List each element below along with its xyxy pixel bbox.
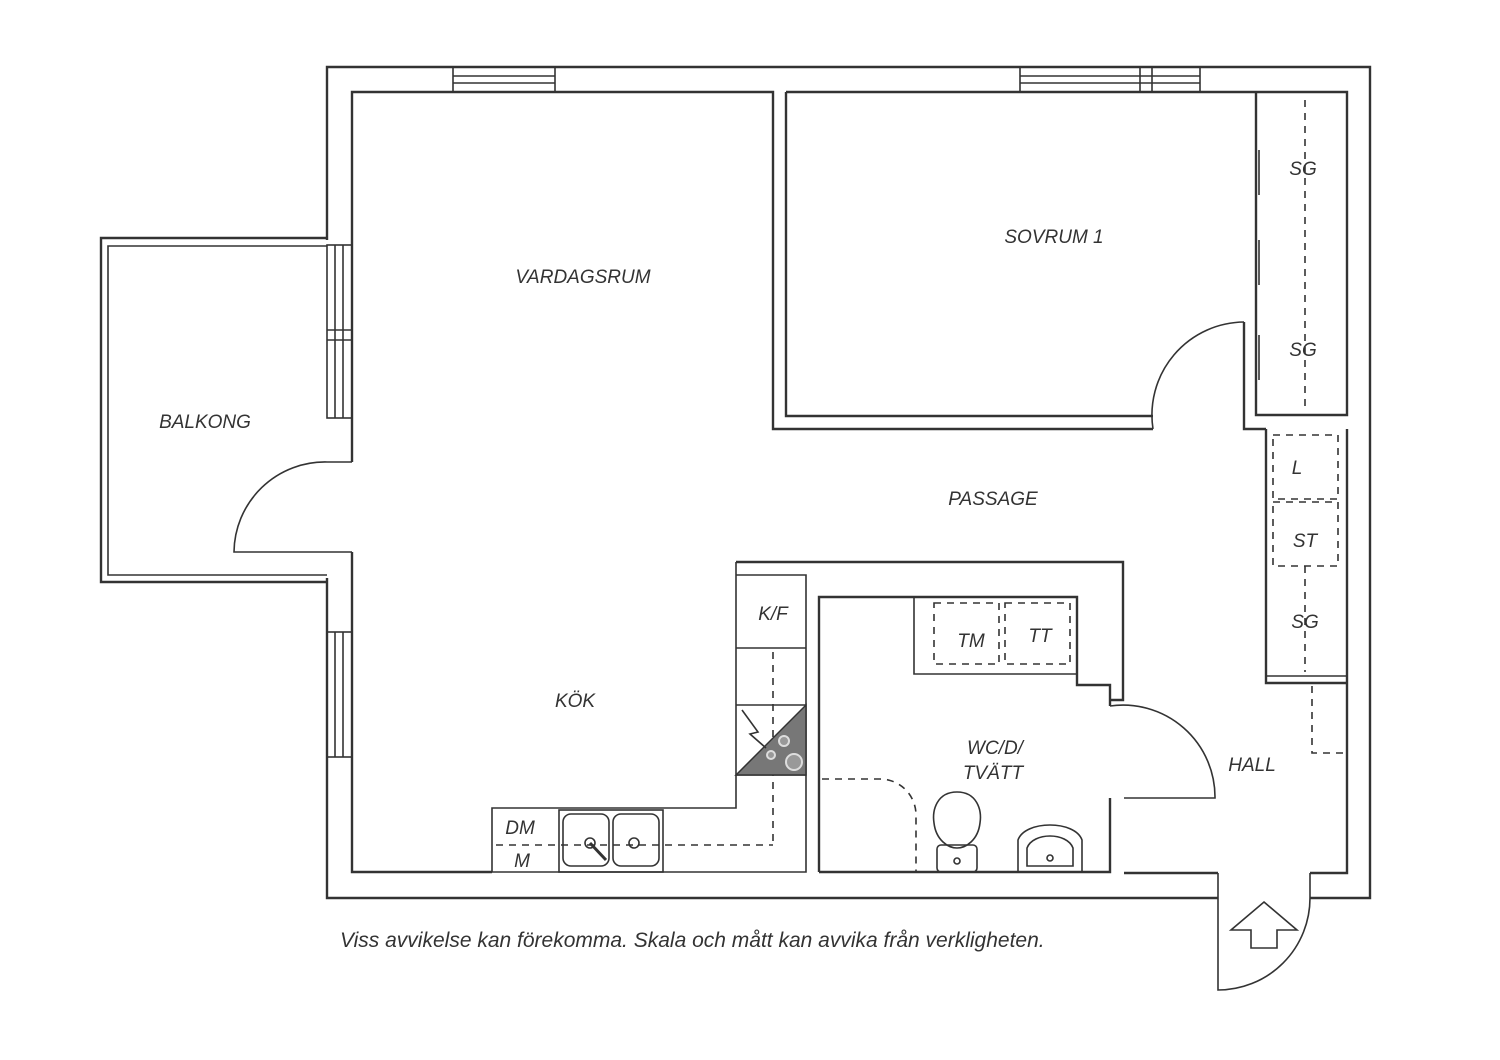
label-sg-2: SG xyxy=(1289,340,1316,361)
label-l: L xyxy=(1292,458,1303,479)
label-balkong: BALKONG xyxy=(159,412,251,433)
label-kf: K/F xyxy=(758,604,789,625)
label-st: ST xyxy=(1293,531,1319,552)
label-dm: DM xyxy=(505,818,535,839)
hall-storage xyxy=(1264,429,1347,754)
label-passage: PASSAGE xyxy=(948,489,1038,510)
label-tm: TM xyxy=(957,631,985,652)
label-vardagsrum: VARDAGSRUM xyxy=(515,267,650,288)
balcony-outline xyxy=(99,236,327,584)
label-kok: KÖK xyxy=(555,691,596,712)
toilet-icon xyxy=(932,791,982,873)
outer-walls xyxy=(325,65,1372,900)
disclaimer-text: Viss avvikelse kan förekomma. Skala och … xyxy=(340,929,1045,952)
sink-icon xyxy=(558,809,664,873)
label-m: M xyxy=(514,851,530,872)
bathroom xyxy=(817,595,1112,874)
washbasin-icon xyxy=(1017,824,1083,872)
entrance-arrow-icon xyxy=(1228,900,1300,949)
label-sovrum: SOVRUM 1 xyxy=(1004,227,1103,248)
label-sg-1: SG xyxy=(1289,159,1316,180)
label-tt: TT xyxy=(1028,626,1053,647)
wardrobe-upper xyxy=(1258,100,1306,412)
label-tvatt: TVÄTT xyxy=(963,763,1025,784)
doors xyxy=(233,321,1311,991)
windows xyxy=(326,66,1201,758)
label-wc: WC/D/ xyxy=(967,738,1025,759)
label-sg-3: SG xyxy=(1291,612,1318,633)
kitchen-counter xyxy=(491,560,1125,873)
label-hall: HALL xyxy=(1228,755,1276,776)
